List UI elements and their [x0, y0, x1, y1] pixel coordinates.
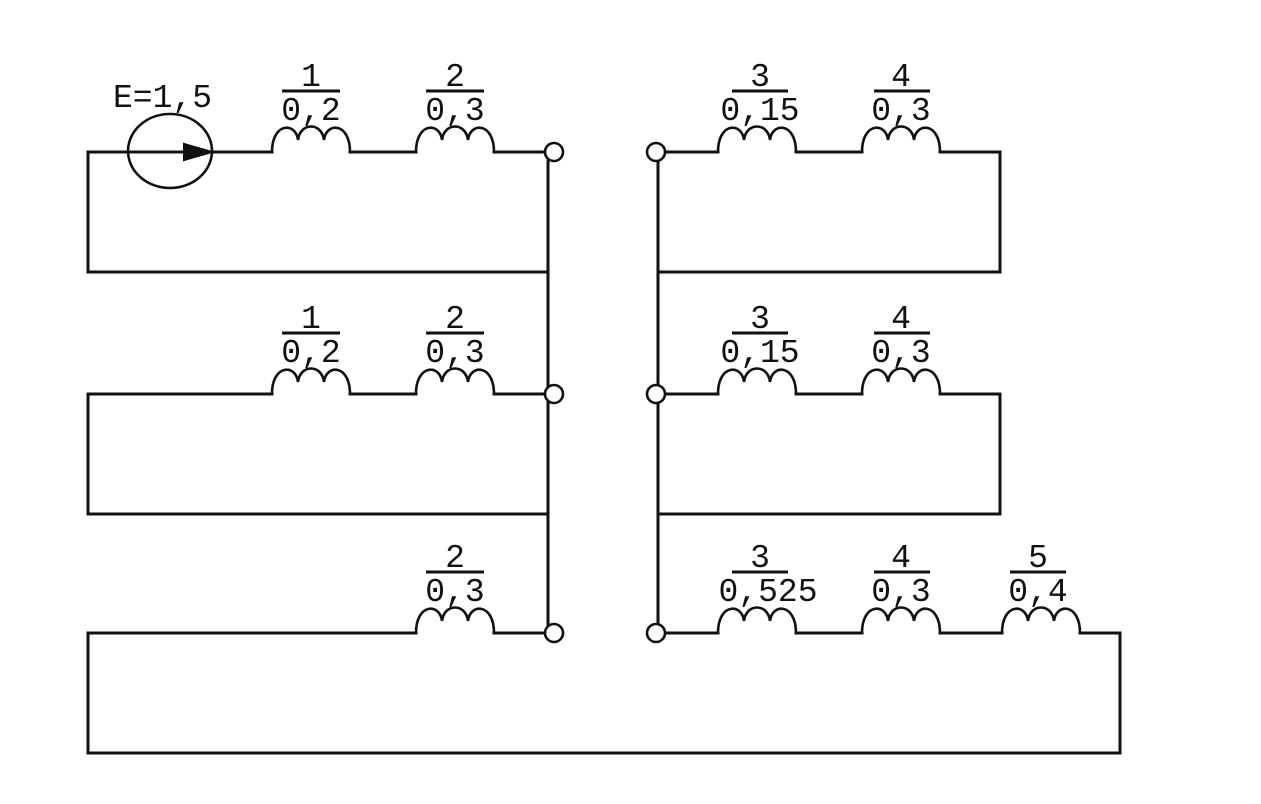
inductor: 1 0,2: [270, 59, 352, 154]
inductor: 4 0,3: [860, 301, 942, 396]
inductor-number: 3: [750, 59, 770, 96]
inductor: 3 0,525: [716, 540, 818, 635]
inductor-number: 1: [301, 59, 321, 96]
inductor-value: 0,3: [425, 93, 484, 130]
source-arrow-head: [183, 142, 216, 162]
terminal-node: [645, 141, 667, 163]
inductor-coil: [716, 367, 798, 396]
inductor-coil: [860, 606, 942, 635]
wire: [656, 150, 1002, 274]
inductor: 2 0,3: [414, 540, 496, 635]
inductor-number: 3: [750, 301, 770, 338]
inductor-coil: [860, 125, 942, 154]
inductor-number: 2: [445, 301, 465, 338]
inductor: 2 0,3: [414, 301, 496, 396]
inductor: 4 0,3: [860, 59, 942, 154]
inductor: 3 0,15: [716, 59, 800, 154]
inductor-coil: [860, 367, 942, 396]
inductor: 4 0,3: [860, 540, 942, 635]
inductor-number: 4: [891, 59, 911, 96]
inductor-value: 0,2: [281, 93, 340, 130]
inductor-coil: [414, 606, 496, 635]
terminal-node: [645, 622, 667, 644]
inductor-value: 0,3: [871, 574, 930, 611]
inductor-value: 0,2: [281, 335, 340, 372]
left-network: E=1,5 1 0,2 2 0,3 1: [86, 59, 1122, 755]
right-network: 3 0,15 4 0,3 3 0,15: [656, 59, 1082, 635]
inductor-coil: [414, 367, 496, 396]
inductor-number: 4: [891, 301, 911, 338]
inductor-coil: [716, 125, 798, 154]
inductor-number: 4: [891, 540, 911, 577]
right-row-2: 3 0,15 4 0,3: [656, 301, 1002, 516]
inductor-value: 0,3: [871, 335, 930, 372]
inductor: 3 0,15: [716, 301, 800, 396]
inductor-value: 0,15: [720, 93, 799, 130]
inductor-coil: [414, 125, 496, 154]
right-row-1: 3 0,15 4 0,3: [656, 59, 1002, 274]
wire: [86, 392, 550, 516]
wire: [656, 392, 1002, 516]
inductor-number: 2: [445, 540, 465, 577]
left-row-3: 2 0,3: [86, 540, 1122, 755]
inductor: 2 0,3: [414, 59, 496, 154]
source-label: E=1,5: [113, 80, 212, 117]
inductor-value: 0,3: [871, 93, 930, 130]
inductor-number: 3: [750, 540, 770, 577]
inductor: 5 0,4: [1000, 540, 1082, 635]
terminal-node: [543, 141, 565, 163]
terminal-node: [543, 622, 565, 644]
inductor-coil: [716, 606, 798, 635]
right-row-3: 3 0,525 4 0,3 5 0,4: [656, 540, 1082, 635]
inductor-value: 0,3: [425, 574, 484, 611]
wire: [86, 150, 550, 274]
left-row-2: 1 0,2 2 0,3: [86, 301, 550, 516]
inductor-value: 0,15: [720, 335, 799, 372]
inductor-value: 0,4: [1008, 574, 1067, 611]
inductor-value: 0,525: [718, 574, 817, 611]
inductor-coil: [270, 367, 352, 396]
terminals: [543, 141, 667, 644]
inductor-value: 0,3: [425, 335, 484, 372]
wire: [86, 631, 1122, 755]
inductor-coil: [1000, 606, 1082, 635]
inductor-coil: [270, 125, 352, 154]
left-row-1: E=1,5 1 0,2 2 0,3: [86, 59, 550, 274]
inductor-number: 2: [445, 59, 465, 96]
terminal-node: [645, 383, 667, 405]
terminal-node: [543, 383, 565, 405]
inductor-number: 1: [301, 301, 321, 338]
inductor: 1 0,2: [270, 301, 352, 396]
inductor-number: 5: [1028, 540, 1048, 577]
emf-source: E=1,5: [113, 80, 216, 190]
